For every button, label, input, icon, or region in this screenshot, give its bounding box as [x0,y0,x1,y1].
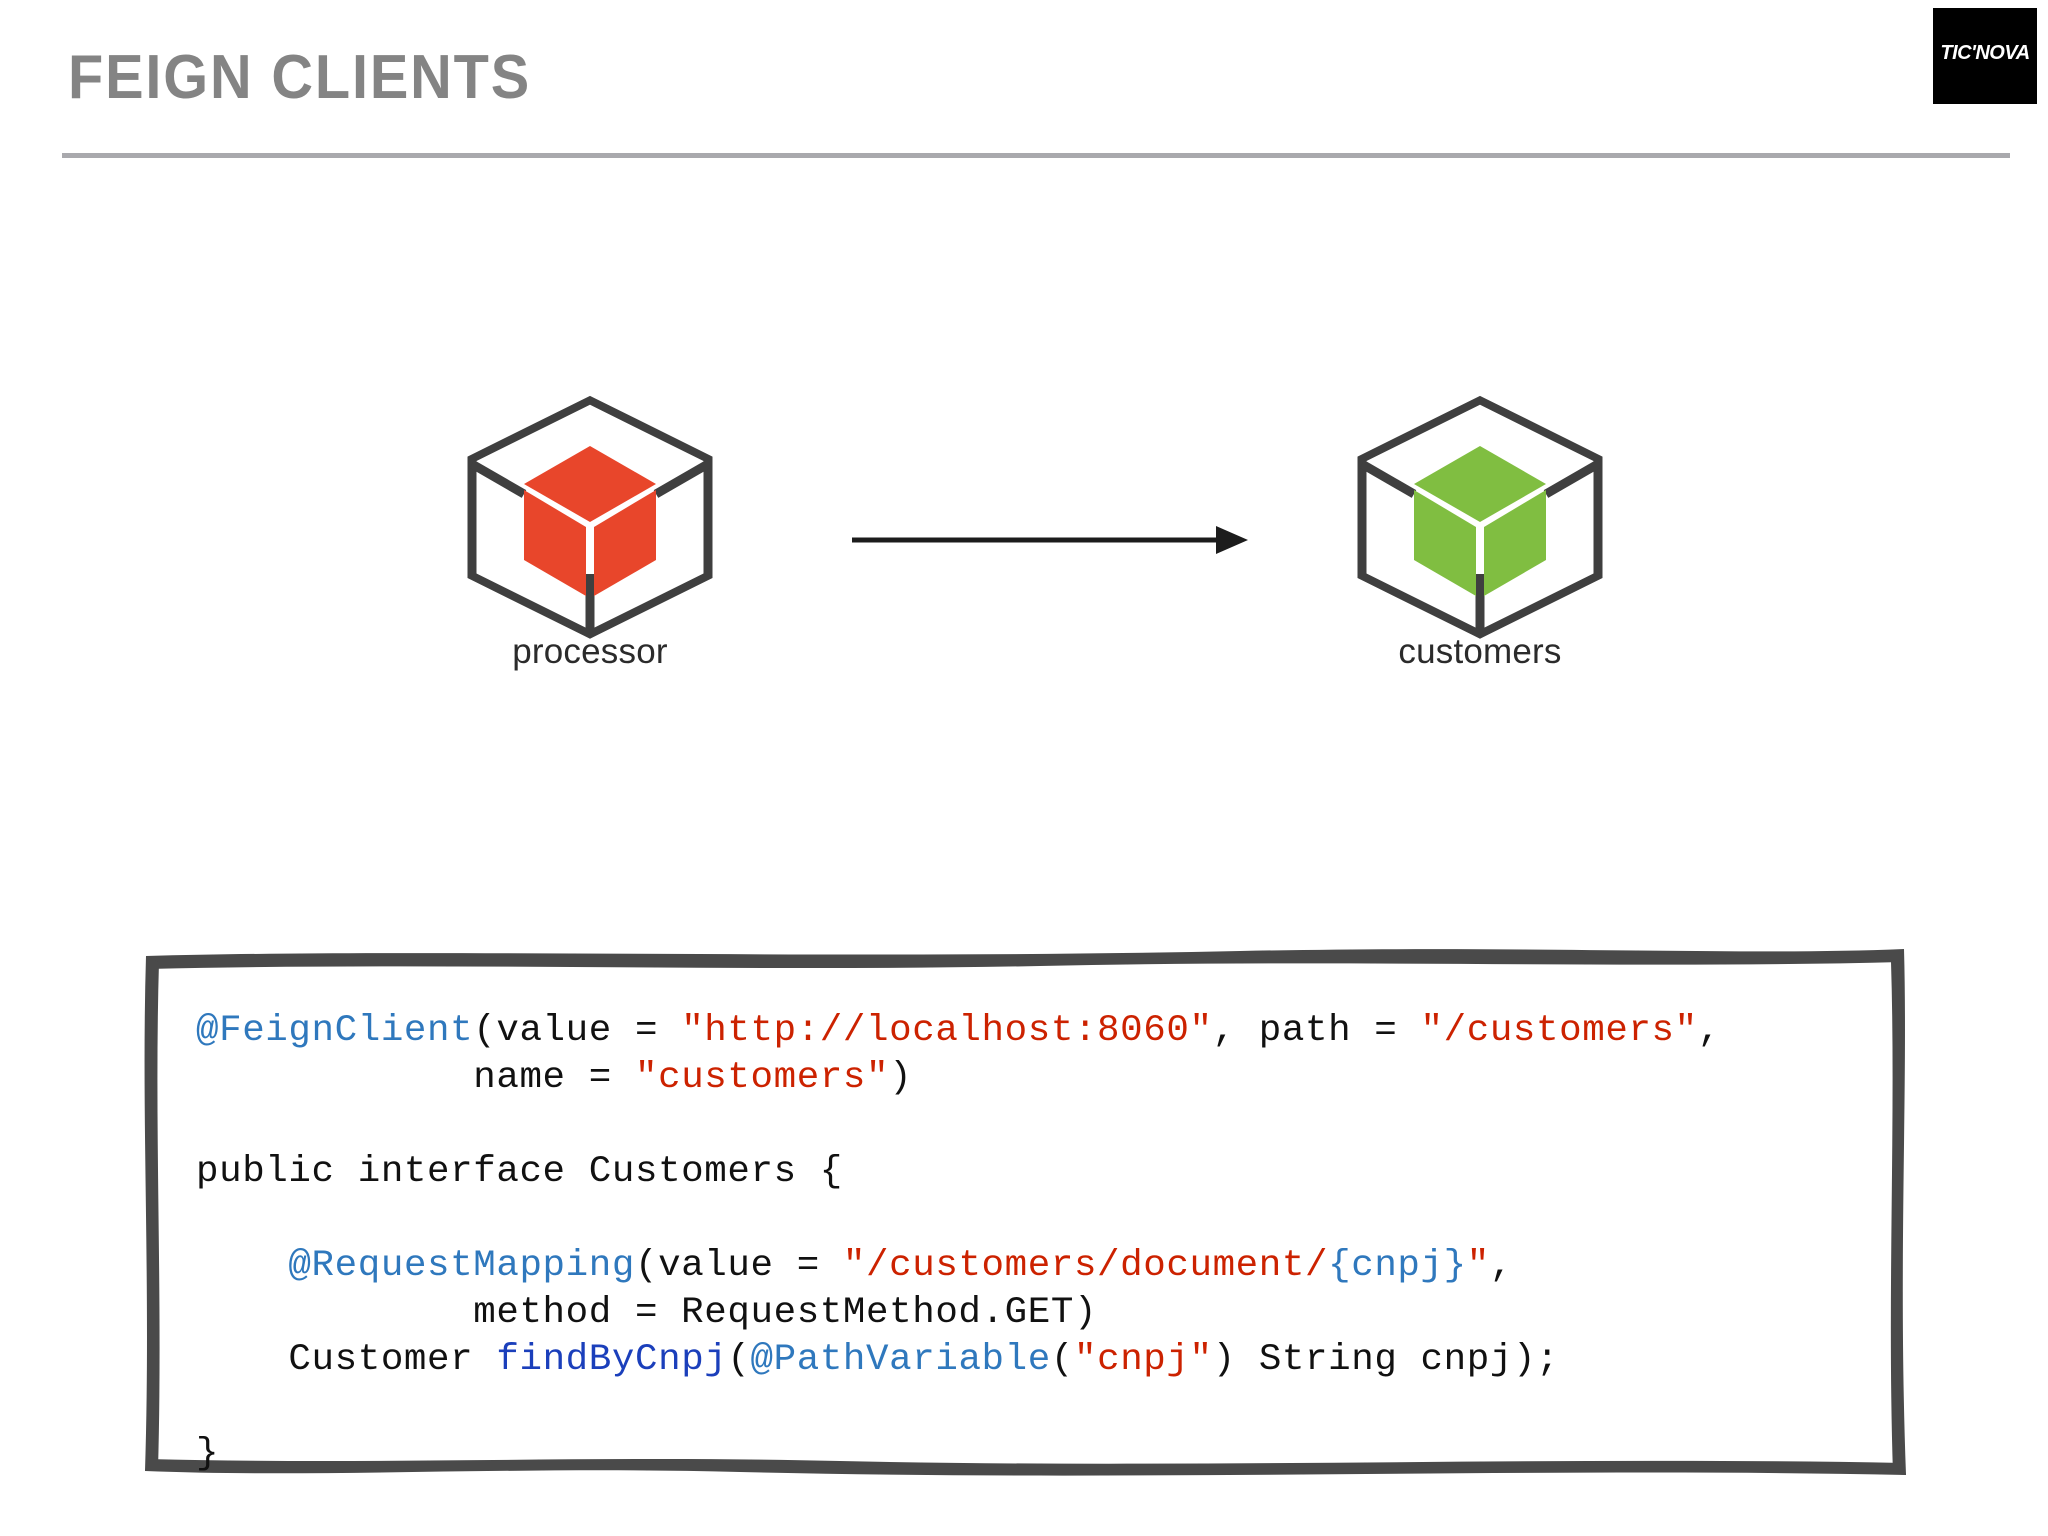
cube-icon-customers [1357,395,1603,639]
service-node-customers: customers [1330,390,1630,690]
code-token-plain: , path = [1212,1009,1421,1052]
code-token-plain: , [1697,1009,1721,1052]
service-flow-diagram: processor customers [0,390,2048,710]
code-line [196,1102,1896,1149]
code-token-plain: method = RequestMethod.GET) [196,1291,1098,1334]
code-token-plain: ( [1050,1338,1074,1381]
code-token-ann: @PathVariable [750,1338,1051,1381]
cube-spoke-left [469,460,527,498]
cube-outline-hexagon [1357,395,1603,639]
border-left [144,956,160,1471]
code-token-plain: (value = [473,1009,682,1052]
page-title: FEIGN CLIENTS [68,43,532,112]
code-token-plain: (value = [634,1244,843,1287]
code-token-ann: @FeignClient [196,1009,474,1052]
arrow-head [1216,526,1248,554]
cube-face-left [524,490,586,596]
cube-face-left [1414,490,1476,596]
code-token-plain [196,1245,288,1287]
code-block: @FeignClient(value = "http://localhost:8… [196,1008,1896,1478]
code-line: name = "customers") [196,1055,1896,1102]
border-top [146,949,1904,969]
code-line: @FeignClient(value = "http://localhost:8… [196,1008,1896,1055]
code-token-plain: public interface Customers { [196,1150,843,1193]
code-token-plain: ( [727,1338,751,1381]
code-token-plain: , [1489,1244,1513,1287]
cube-spoke-left [1359,460,1417,498]
code-token-plain: Customer [196,1338,497,1381]
service-node-label-processor: processor [512,632,668,671]
slide-header: FEIGN CLIENTS [0,0,2048,170]
code-line: @RequestMapping(value = "/customers/docu… [196,1243,1896,1290]
flow-arrow-icon [852,526,1248,554]
brand-logo: TIC'NOVA [1933,8,2037,104]
code-token-str: "http://localhost:8060" [681,1009,1213,1052]
code-token-id: findByCnpj [496,1338,728,1381]
cube-face-top [524,446,656,522]
cube-spoke-right [653,460,711,498]
code-token-ann: @RequestMapping [288,1244,635,1287]
service-node-label-customers: customers [1398,632,1562,671]
code-token-plain: } [196,1432,220,1475]
cube-outline-hexagon [467,395,713,639]
code-panel: @FeignClient(value = "http://localhost:8… [140,942,1910,1482]
code-token-str: "/customers" [1420,1009,1698,1052]
code-token-str: " [1466,1244,1490,1287]
brand-logo-text: TIC'NOVA [1940,42,2030,64]
code-line: public interface Customers { [196,1149,1896,1196]
code-token-plain: ) [889,1056,913,1099]
code-line: method = RequestMethod.GET) [196,1290,1896,1337]
cube-spoke-right [1543,460,1601,498]
cube-face-right [1484,490,1546,596]
code-line [196,1384,1896,1431]
header-divider [62,153,2010,158]
cube-face-top [1414,446,1546,522]
code-line [196,1196,1896,1243]
cube-face-right [594,490,656,596]
service-node-processor: processor [440,390,740,690]
code-token-plain: name = [196,1056,635,1099]
code-line: } [196,1431,1896,1478]
code-line: Customer findByCnpj(@PathVariable("cnpj"… [196,1337,1896,1384]
cube-icon-processor [467,395,713,639]
code-token-plain: ) String cnpj); [1212,1338,1560,1381]
code-token-str: "customers" [634,1056,890,1099]
code-token-str: "/customers/document/ [842,1244,1329,1287]
code-token-var: {cnpj} [1328,1244,1467,1287]
code-token-str: "cnpj" [1073,1338,1213,1381]
